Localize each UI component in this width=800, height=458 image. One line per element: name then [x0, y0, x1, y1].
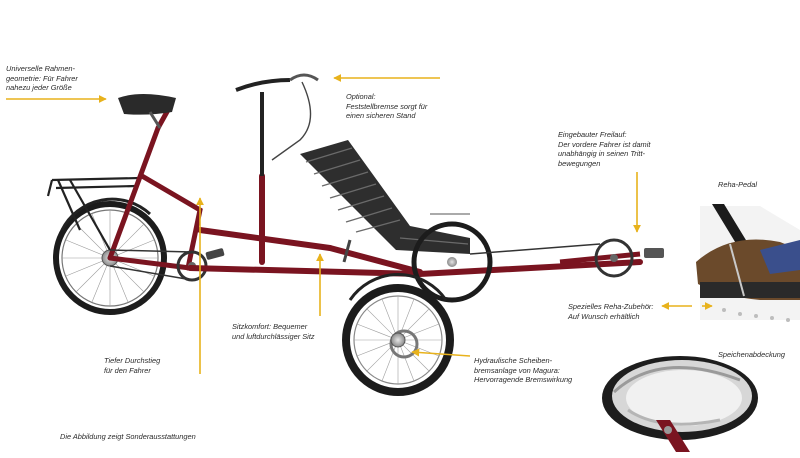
- label-line: Hervorragende Bremswirkung: [474, 375, 573, 385]
- tandem-tricycle: [46, 73, 664, 396]
- label-line: Spezielles Reha-Zubehör:: [568, 302, 654, 311]
- label-reha-accessory: Spezielles Reha-Zubehör: Auf Wunsch erhä…: [568, 302, 653, 321]
- rear-handlebar: [235, 73, 319, 176]
- label-parking-brake: Optional: Feststellbremse sorgt für eine…: [346, 92, 427, 121]
- label-line: Optional:: [346, 92, 376, 101]
- front-boom: [469, 238, 664, 278]
- footnote: Die Abbildung zeigt Sonderausstattungen: [60, 432, 196, 442]
- label-line: unabhängig in seinen Tritt-: [558, 149, 645, 159]
- footnote-text: Die Abbildung zeigt Sonderausstattungen: [60, 432, 196, 441]
- label-line: Feststellbremse sorgt für: [346, 101, 428, 111]
- callout-arrows: [6, 74, 713, 374]
- front-side-wheel: [342, 273, 454, 396]
- label-line: Hydraulische Scheiben-: [474, 356, 553, 365]
- label-freewheel: Eingebauter Freilauf: Der vordere Fahrer…: [558, 130, 650, 168]
- label-line: Speichenabdeckung: [718, 350, 785, 359]
- label-line: einen sicheren Stand: [346, 111, 416, 121]
- spoke-cover-illustration: [602, 356, 758, 452]
- label-line: Sitzkomfort: Bequemer: [232, 322, 308, 331]
- main-frame: [187, 173, 643, 278]
- label-line: Tiefer Durchstieg: [104, 356, 161, 365]
- label-line: Der vordere Fahrer ist damit: [558, 139, 651, 149]
- label-line: bremsanlage von Magura:: [474, 365, 560, 375]
- label-line: Auf Wunsch erhältlich: [568, 311, 640, 321]
- label-disc-brake: Hydraulische Scheiben- bremsanlage von M…: [474, 356, 572, 385]
- label-line: und luftdurchlässiger Sitz: [232, 331, 315, 341]
- rear-rack: [46, 176, 141, 251]
- reha-pedal-illustration: [696, 204, 800, 322]
- rear-saddle: [118, 94, 176, 129]
- label-spoke-cover: Speichenabdeckung: [718, 350, 785, 360]
- arrow-disc-brake: [411, 348, 471, 357]
- label-reha-pedal: Reha-Pedal: [718, 180, 757, 190]
- label-low-step: Tiefer Durchstieg für den Fahrer: [104, 356, 160, 375]
- label-line: geometrie: Für Fahrer: [6, 73, 78, 83]
- label-line: nahezu jeder Größe: [6, 83, 72, 93]
- front-seat: [300, 140, 470, 263]
- label-line: Reha-Pedal: [718, 180, 758, 189]
- label-frame-geometry: Universelle Rahmen- geometrie: Für Fahre…: [6, 64, 78, 93]
- middle-wheel: [411, 221, 493, 303]
- label-line: Universelle Rahmen-: [6, 64, 76, 73]
- label-line: für den Fahrer: [104, 365, 151, 375]
- label-line: Eingebauter Freilauf:: [558, 130, 627, 139]
- label-seat-comfort: Sitzkomfort: Bequemer und luftdurchlässi…: [232, 322, 315, 341]
- label-line: bewegungen: [558, 158, 601, 168]
